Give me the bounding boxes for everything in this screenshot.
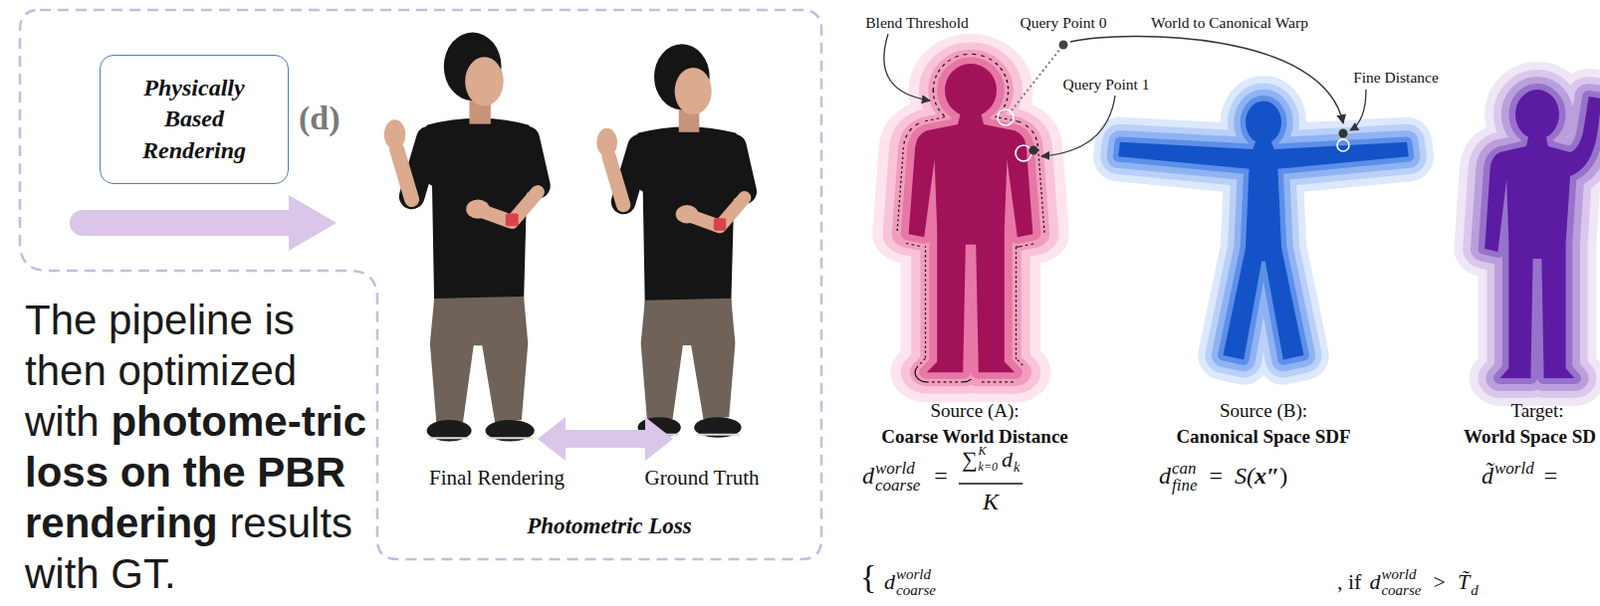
math-symbol: , if <box>1337 571 1362 594</box>
panel-letter: (d) <box>298 101 341 136</box>
query-dot <box>1059 40 1069 50</box>
math-brace: { <box>860 560 877 595</box>
annotation: World to Canonical Warp <box>1149 14 1310 31</box>
image-caption: Final Rendering <box>429 467 565 489</box>
math-symbol: x″ <box>1254 463 1280 488</box>
leader-arrow <box>1350 89 1367 131</box>
math-superscript: world <box>1494 459 1535 477</box>
math-subscript: coarse <box>875 476 920 494</box>
figure-shape <box>909 63 1034 373</box>
fraction-bar <box>958 482 1023 484</box>
query-ray <box>1011 48 1061 111</box>
math-subscript: k <box>1013 460 1020 475</box>
math-superscript: can <box>1171 459 1197 477</box>
math-superscript: world <box>875 459 915 477</box>
math-symbol: T̃ <box>1457 571 1470 594</box>
math-symbol: d̃ <box>1481 463 1494 488</box>
figure-shape <box>909 63 1034 373</box>
math-superscript: K <box>978 445 987 458</box>
math-symbol: = <box>933 463 948 488</box>
ground-truth-figure <box>596 43 748 439</box>
canonical-sdf-figure <box>1118 100 1409 360</box>
math-symbol: d <box>1001 449 1013 471</box>
figure-shape <box>1118 100 1409 360</box>
canonical-dot <box>1339 129 1349 139</box>
figure-shape <box>1484 89 1600 379</box>
figure-shape <box>1484 89 1600 379</box>
caption: Source (B): <box>1219 401 1308 421</box>
annotation: Blend Threshold <box>864 14 969 31</box>
leader-arrow <box>1041 95 1116 157</box>
caption: Coarse World Distance <box>881 427 1069 447</box>
math-subscript: d <box>1470 583 1479 599</box>
box-text: Physically Based Rendering <box>114 72 274 167</box>
math-superscript: world <box>896 567 931 583</box>
math-symbol: d <box>884 571 896 594</box>
figure-shape <box>1484 89 1600 379</box>
figure-shape <box>909 63 1034 373</box>
math-subscript: coarse <box>896 583 936 599</box>
figure-shape <box>1484 89 1600 379</box>
flow-arrow <box>69 195 337 251</box>
math-symbol: K <box>982 489 999 514</box>
query-point <box>997 109 1014 126</box>
annotation: Query Point 1 <box>1062 76 1151 93</box>
math-symbol: = <box>1544 463 1559 488</box>
annotation: Query Point 0 <box>1019 14 1109 31</box>
math-symbol: ) <box>1279 463 1288 488</box>
compare-arrow <box>537 417 674 461</box>
math-symbol: S( <box>1234 463 1255 488</box>
math-symbol: ∑ <box>961 449 978 471</box>
query-dot <box>1029 146 1039 156</box>
math-symbol: > <box>1432 571 1445 594</box>
leader-arrow <box>884 33 930 101</box>
figure-shape <box>909 63 1034 373</box>
figure-shape <box>909 63 1034 373</box>
annotation: Fine Distance <box>1352 69 1440 86</box>
process-box: Physically Based Rendering <box>99 54 289 185</box>
caption: Canonical Space SDF <box>1175 427 1351 447</box>
figure-shape <box>909 63 1034 373</box>
canonical-point <box>1337 139 1350 152</box>
math-subscript: coarse <box>1380 583 1421 599</box>
final-rendering-figure <box>384 32 542 443</box>
caption: World Space SD <box>1463 427 1597 447</box>
math-subscript: fine <box>1171 476 1198 494</box>
figure-shape <box>1484 89 1600 379</box>
caption: Source (A): <box>929 401 1019 421</box>
math-symbol: d <box>1158 463 1171 488</box>
figure-shape <box>909 63 1034 373</box>
math-symbol: d <box>1369 571 1380 594</box>
figure-shape <box>1118 100 1409 360</box>
dashed-outline <box>19 9 822 560</box>
image-caption: Ground Truth <box>645 467 760 489</box>
math-subscript: k=0 <box>978 460 998 473</box>
figure-shape <box>1118 100 1409 360</box>
coarse-distance-figure <box>909 63 1034 373</box>
world-sdf-figure <box>1484 89 1600 379</box>
math-symbol: d <box>862 463 875 488</box>
math-symbol: = <box>1209 463 1224 488</box>
region-title: Photometric Loss <box>526 514 691 538</box>
body-paragraph: The pipeline is then optimized with phot… <box>24 294 369 600</box>
math-superscript: world <box>1380 567 1416 583</box>
figure-shape <box>1118 100 1409 360</box>
caption: Target: <box>1510 401 1564 421</box>
query-point <box>1015 145 1032 162</box>
figure-shape <box>1118 100 1409 360</box>
